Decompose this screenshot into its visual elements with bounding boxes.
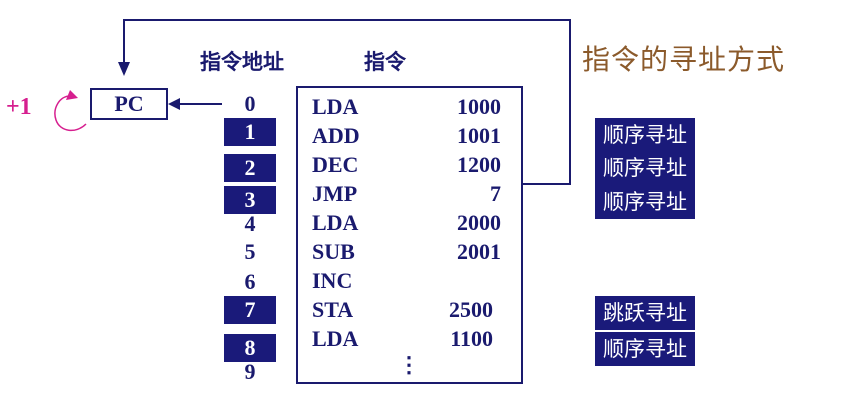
address-column-header: 指令地址 [200,50,284,74]
mode-label-sequential: 顺序寻址 [595,151,695,185]
operand: 2000 [457,210,501,235]
address-8: 8 [224,334,276,362]
address-6: 6 [244,269,256,294]
memory-row: JMP 7 [298,179,521,208]
jump-feedback-line [123,19,571,185]
page-title: 指令的寻址方式 [582,43,786,76]
mode-label-sequential: 顺序寻址 [595,118,695,152]
operand: 1100 [450,326,493,351]
mode-label-sequential: 顺序寻址 [595,185,695,219]
increment-label: +1 [6,94,32,120]
opcode: DEC [312,152,359,177]
operand: 2500 [449,297,493,322]
memory-row: ADD 1001 [298,121,521,150]
address-3: 3 [224,186,276,214]
ellipsis: ⋮ [398,352,420,377]
program-counter-box: PC [90,88,168,120]
opcode: JMP [312,181,358,206]
memory-row: LDA 2000 [298,208,521,237]
pc-pointer-arrowhead [168,98,180,110]
memory-row: SUB 2001 [298,237,521,266]
operand: 1000 [457,94,501,119]
pc-label: PC [114,91,144,116]
address-0: 0 [244,91,256,116]
opcode: INC [312,268,353,293]
opcode: LDA [312,326,359,351]
mode-label-jump: 跳跃寻址 [595,296,695,330]
opcode: ADD [312,123,360,148]
address-5: 5 [244,239,256,264]
increment-curve [54,95,87,132]
instruction-column-header: 指令 [364,50,406,74]
memory-row: LDA 1000 [298,92,521,121]
memory-row: STA 2500 [298,295,521,324]
memory-row: DEC 1200 [298,150,521,179]
opcode: STA [312,297,354,322]
address-4: 4 [244,211,256,236]
address-1: 1 [224,118,276,146]
operand: 1001 [457,123,501,148]
increment-arrowhead [66,90,78,100]
operand: 7 [490,181,501,206]
memory-row: LDA 1100 [298,324,521,353]
address-2: 2 [224,154,276,182]
address-7: 7 [224,296,276,324]
memory-row: INC [298,266,521,295]
operand: 1200 [457,152,501,177]
address-9: 9 [244,359,256,384]
opcode: SUB [312,239,355,264]
mode-label-sequential: 顺序寻址 [595,332,695,366]
instruction-memory: LDA 1000 ADD 1001 DEC 1200 JMP 7 LDA 200… [296,86,523,384]
jump-feedback-arrowhead [118,62,130,76]
opcode: LDA [312,94,359,119]
operand: 2001 [457,239,501,264]
opcode: LDA [312,210,359,235]
